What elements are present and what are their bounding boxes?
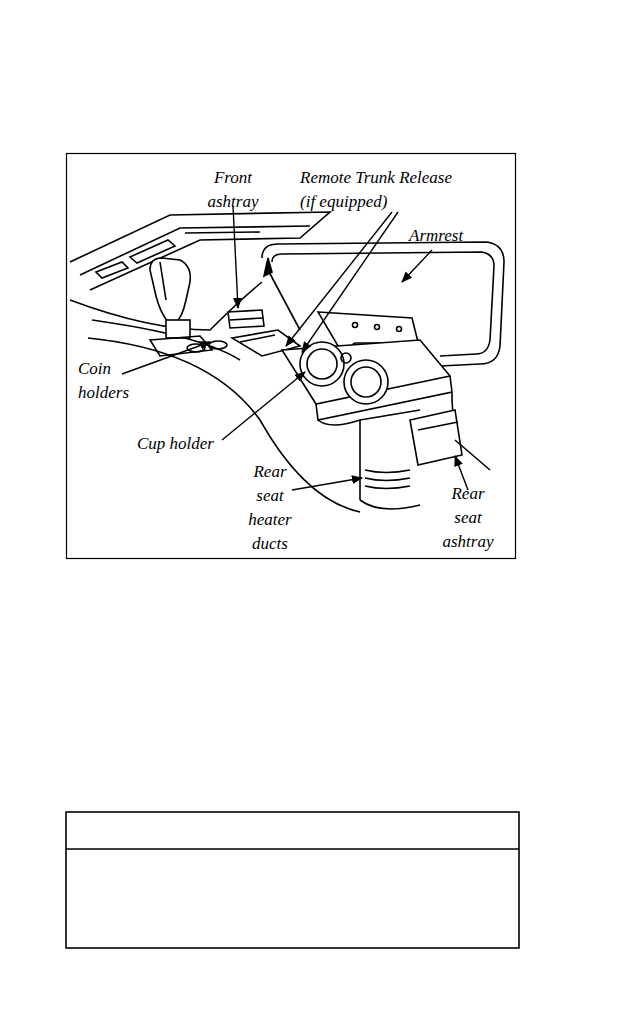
leader-line	[302, 212, 398, 352]
callout-label: Rear seat heater ducts	[238, 460, 302, 556]
callout-label: Coin holders	[78, 357, 138, 405]
leader-lines	[122, 206, 468, 490]
callout-label: Armrest	[409, 224, 509, 248]
leader-line	[222, 372, 305, 440]
figure-frame	[67, 154, 516, 559]
callout-label: Front ashtray	[198, 166, 268, 214]
callout-label: Remote Trunk Release (if equipped)	[300, 166, 470, 214]
empty-note-box	[66, 812, 519, 948]
leader-line	[286, 212, 392, 346]
leader-line	[122, 342, 210, 374]
leader-line	[292, 478, 362, 490]
callout-label: Rear seat ashtray	[436, 482, 500, 554]
console-drawing	[70, 212, 504, 512]
leader-line	[233, 206, 238, 308]
leader-line	[402, 250, 432, 282]
callout-label: Cup holder	[137, 432, 257, 456]
